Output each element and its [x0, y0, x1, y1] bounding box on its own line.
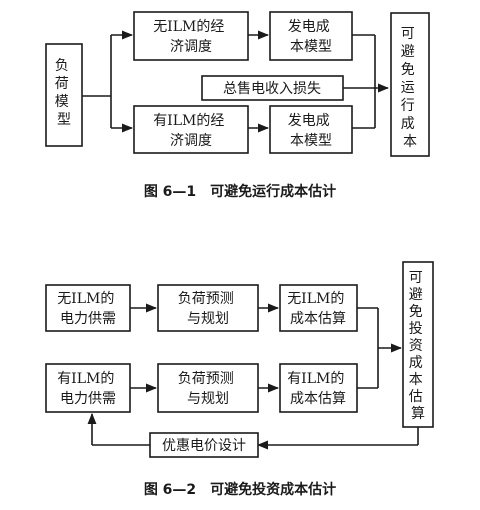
cost-estimate-without-ilm-box: 无ILM的 成本估算 — [279, 284, 358, 332]
avoidable-operating-cost-box: 可 避 免 运 行 成 本 — [390, 12, 430, 157]
forecast-top-label: 负荷预测 与规划 — [178, 291, 238, 327]
figure-6-1: 负 荷 模 型 无ILM的经 济调度 发电成 本模型 总售电收入损失 — [45, 11, 430, 200]
avoidable-investment-cost-label: 可 避 免 投 资 成 本 估 算 — [409, 270, 427, 422]
sales-revenue-loss-box: 总售电收入损失 — [201, 75, 344, 101]
figure1-connectors — [82, 30, 390, 133]
gen-cost-model-bottom-box: 发电成 本模型 — [269, 105, 353, 154]
load-model-box: 负 荷 模 型 — [45, 43, 83, 147]
load-model-label: 负 荷 模 型 — [55, 58, 73, 128]
demand-with-ilm-label: 有ILM的 电力供需 — [57, 371, 119, 407]
demand-without-ilm-label: 无ILM的 电力供需 — [57, 291, 119, 327]
gen-cost-model-top-label: 发电成 本模型 — [288, 19, 334, 55]
figure2-connectors — [87, 303, 419, 450]
cost-estimate-with-ilm-label: 有ILM的 成本估算 — [287, 371, 349, 407]
forecast-top-box: 负荷预测 与规划 — [157, 284, 259, 332]
figure1-caption: 图 6—1 可避免运行成本估计 — [144, 183, 336, 200]
avoidable-investment-cost-box: 可 避 免 投 资 成 本 估 算 — [402, 261, 434, 428]
price-design-label: 优惠电价设计 — [162, 438, 246, 454]
figure-6-2: 无ILM的 电力供需 负荷预测 与规划 无ILM的 成本估算 有ILM的 — [45, 261, 434, 498]
demand-with-ilm-box: 有ILM的 电力供需 — [45, 363, 131, 413]
cost-estimate-without-ilm-label: 无ILM的 成本估算 — [287, 291, 349, 327]
dispatch-without-ilm-box: 无ILM的经 济调度 — [133, 11, 249, 61]
gen-cost-model-bottom-label: 发电成 本模型 — [288, 113, 334, 149]
forecast-bottom-box: 负荷预测 与规划 — [157, 363, 259, 413]
dispatch-with-ilm-label: 有ILM的经 济调度 — [153, 113, 229, 149]
dispatch-with-ilm-box: 有ILM的经 济调度 — [133, 105, 249, 154]
avoidable-operating-cost-label: 可 避 免 运 行 成 本 — [401, 26, 419, 150]
sales-revenue-loss-label: 总售电收入损失 — [223, 81, 321, 97]
demand-without-ilm-box: 无ILM的 电力供需 — [45, 284, 131, 332]
price-design-box: 优惠电价设计 — [149, 432, 259, 458]
figure2-caption: 图 6—2 可避免投资成本估计 — [144, 481, 336, 498]
cost-estimate-with-ilm-box: 有ILM的 成本估算 — [279, 363, 358, 413]
dispatch-without-ilm-label: 无ILM的经 济调度 — [153, 19, 229, 55]
forecast-bottom-label: 负荷预测 与规划 — [178, 371, 238, 407]
gen-cost-model-top-box: 发电成 本模型 — [269, 11, 353, 61]
